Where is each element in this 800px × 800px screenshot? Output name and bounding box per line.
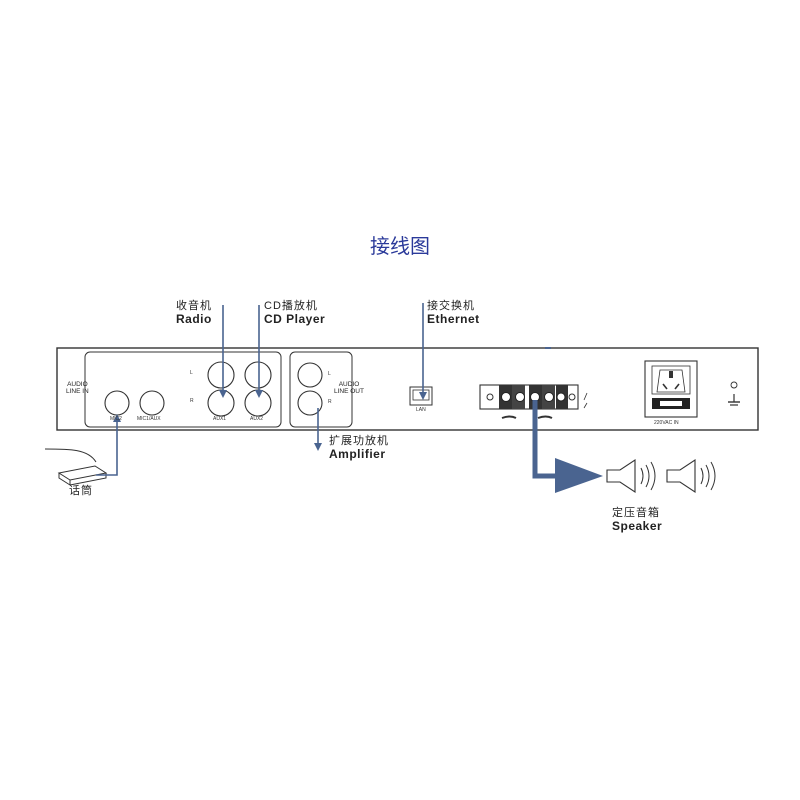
out-right-label: R bbox=[328, 399, 332, 405]
aux1-label: AUX1 bbox=[213, 416, 227, 422]
lan-port[interactable] bbox=[409, 386, 433, 406]
audio-line-in-label: AUDIO LINE IN bbox=[66, 381, 89, 396]
speaker-label-en: Speaker bbox=[612, 518, 663, 533]
ground-symbol bbox=[728, 381, 740, 406]
amplifier-label-en: Amplifier bbox=[329, 446, 386, 461]
cd-player-label-cn: CD播放机 bbox=[264, 300, 318, 312]
output-section bbox=[289, 351, 353, 428]
speaker-label: 定压音箱 Speaker bbox=[612, 507, 663, 533]
speaker-icon bbox=[606, 458, 656, 494]
out-left-label: L bbox=[328, 371, 331, 377]
microphone-arrow bbox=[96, 414, 121, 476]
mic1-aux-jack[interactable] bbox=[139, 390, 165, 416]
aux-left-label: L bbox=[190, 370, 193, 376]
speaker-icon-2 bbox=[666, 458, 716, 494]
microphone-icon bbox=[44, 448, 108, 486]
aux2-right-jack[interactable] bbox=[244, 389, 272, 417]
mic1-aux-label: MIC1/AUX bbox=[137, 416, 161, 422]
power-label: 220VAC IN bbox=[654, 420, 679, 426]
aux-right-label: R bbox=[190, 398, 194, 404]
aux2-left-jack[interactable] bbox=[244, 361, 272, 389]
rear-panel bbox=[56, 347, 759, 431]
audio-line-out-label: AUDIO LINE OUT bbox=[334, 381, 364, 396]
speaker-label-cn: 定压音箱 bbox=[612, 507, 660, 519]
radio-label-cn: 收音机 bbox=[176, 300, 212, 312]
aux1-left-jack[interactable] bbox=[207, 361, 235, 389]
ethernet-label-en: Ethernet bbox=[427, 311, 480, 326]
line-out-right-jack[interactable] bbox=[297, 390, 323, 416]
line-out-left-jack[interactable] bbox=[297, 362, 323, 388]
diagram-title: 接线图 bbox=[370, 234, 430, 258]
mic2-label: MIC2 bbox=[110, 416, 122, 422]
microphone-label: 话筒 bbox=[69, 485, 93, 497]
amplifier-label-cn: 扩展功放机 bbox=[329, 435, 389, 447]
amplifier-label: 扩展功放机 Amplifier bbox=[329, 435, 389, 461]
radio-label-en: Radio bbox=[176, 311, 212, 326]
lan-label: LAN bbox=[416, 407, 426, 413]
cd-player-label: CD播放机 CD Player bbox=[264, 300, 326, 326]
cd-player-label-en: CD Player bbox=[264, 311, 326, 326]
aux1-right-jack[interactable] bbox=[207, 389, 235, 417]
mic2-jack[interactable] bbox=[104, 390, 130, 416]
ethernet-label-cn: 接交换机 bbox=[427, 300, 475, 312]
input-section bbox=[84, 351, 282, 428]
ethernet-label: 接交换机 Ethernet bbox=[427, 300, 480, 326]
aux2-label: AUX2 bbox=[250, 416, 264, 422]
speaker-arrow bbox=[532, 400, 603, 493]
speaker-terminal-block[interactable] bbox=[479, 384, 579, 419]
power-socket[interactable] bbox=[644, 360, 698, 418]
radio-label: 收音机 Radio bbox=[176, 300, 212, 326]
